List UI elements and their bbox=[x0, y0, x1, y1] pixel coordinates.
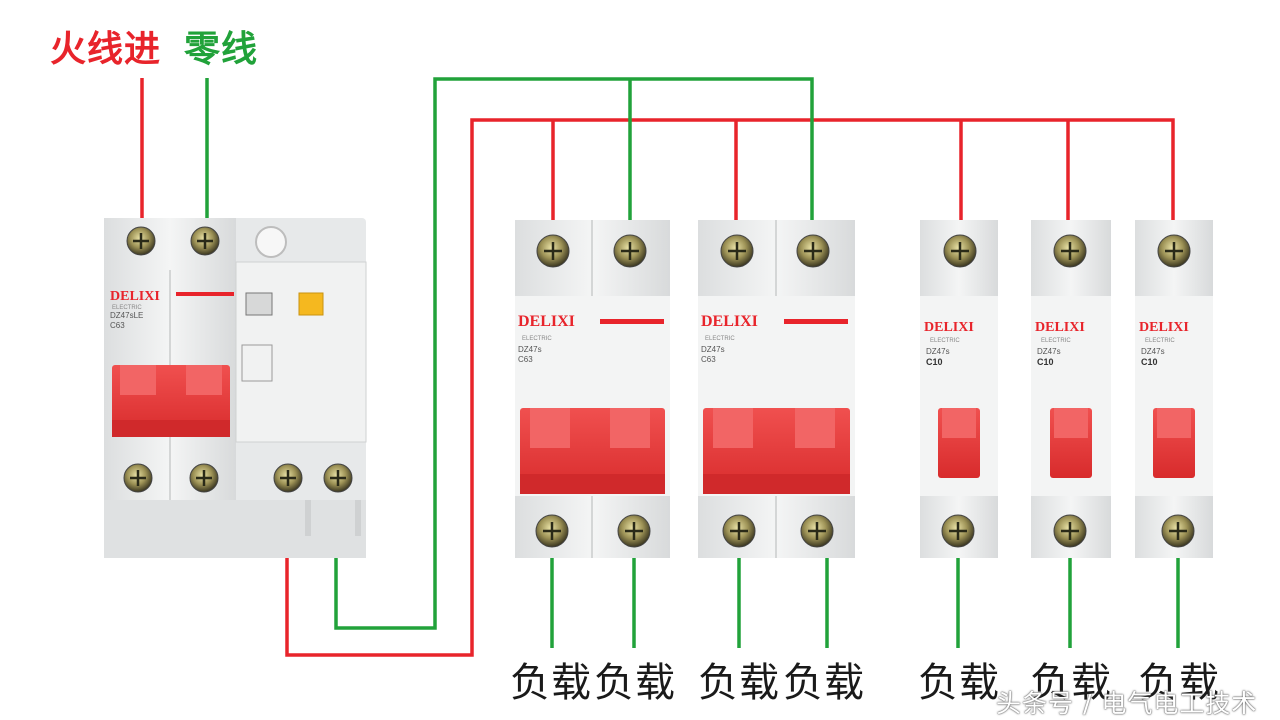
live-bus-wire bbox=[285, 118, 1175, 657]
rcbo-main-breaker: DELIXI DZ47sLE C63 bbox=[104, 218, 367, 558]
rcbo-brand-text: DELIXI bbox=[110, 289, 160, 304]
mcb-2p-2-model: DZ47s bbox=[701, 345, 725, 354]
rcbo-rating-text: C63 bbox=[110, 321, 125, 330]
rcbo-test-window bbox=[245, 292, 273, 316]
mcb-2p-2-brand: DELIXI bbox=[701, 313, 758, 330]
mcb-1p-1-rating: C10 bbox=[926, 357, 943, 367]
mcb-1p-2-brand: DELIXI bbox=[1035, 320, 1085, 335]
brand-sub-text-5: ELECTRIC bbox=[1145, 338, 1175, 344]
mcb-1p-1-brand: DELIXI bbox=[924, 320, 974, 335]
mcb-1p-3: DELIXI DZ47s C10 bbox=[1135, 220, 1213, 558]
mcb-2p-2-rating: C63 bbox=[701, 355, 716, 364]
live-in-label: 火线进 bbox=[50, 29, 162, 70]
mcb-1p-1: DELIXI DZ47s C10 bbox=[920, 220, 998, 558]
brand-sub-text-4: ELECTRIC bbox=[1041, 338, 1071, 344]
rcbo-model-text: DZ47sLE bbox=[110, 311, 143, 320]
mcb-1p-3-brand: DELIXI bbox=[1139, 320, 1189, 335]
rcbo-test-button bbox=[298, 292, 324, 316]
load-label-3: 负载 bbox=[698, 660, 780, 706]
load-label-5: 负载 bbox=[918, 660, 1000, 706]
mcb-2p-1-rating: C63 bbox=[518, 355, 533, 364]
mcb-1p-2: DELIXI DZ47s C10 bbox=[1031, 220, 1111, 558]
brand-sub-text-3: ELECTRIC bbox=[930, 338, 960, 344]
load-label-2: 负载 bbox=[594, 660, 676, 706]
mcb-1p-2-model: DZ47s bbox=[1037, 347, 1061, 356]
mcb-1p-2-rating: C10 bbox=[1037, 357, 1054, 367]
mcb-1p-3-model: DZ47s bbox=[1141, 347, 1165, 356]
mcb-2p-1-brand: DELIXI bbox=[518, 313, 575, 330]
brand-sub-text-1: ELECTRIC bbox=[522, 336, 552, 342]
load-label-4: 负载 bbox=[783, 660, 865, 706]
mcb-1p-3-rating: C10 bbox=[1141, 357, 1158, 367]
brand-sub-text-6: ELECTRIC bbox=[112, 305, 142, 311]
wires bbox=[140, 77, 1180, 657]
mcb-2p-1-model: DZ47s bbox=[518, 345, 542, 354]
mcb-2p-2: DELIXI DZ47s C63 bbox=[698, 220, 855, 558]
watermark: 头条号 / 电气电工技术 bbox=[996, 689, 1258, 718]
neutral-label: 零线 bbox=[184, 29, 259, 70]
load-label-6: 负载 bbox=[1030, 660, 1112, 706]
load-label-7: 负载 bbox=[1138, 660, 1220, 706]
neutral-bus-wire bbox=[334, 77, 814, 630]
brand-sub-text-2: ELECTRIC bbox=[705, 336, 735, 342]
load-label-1: 负载 bbox=[510, 660, 592, 706]
rcbo-reset-button bbox=[255, 226, 287, 258]
mcb-1p-1-model: DZ47s bbox=[926, 347, 950, 356]
mcb-2p-1: DELIXI DZ47s C63 bbox=[515, 220, 670, 558]
